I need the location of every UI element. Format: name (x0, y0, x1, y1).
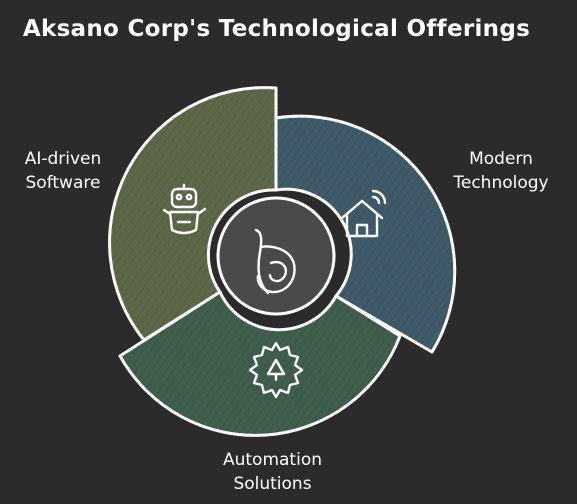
segment-automation-solutions[interactable] (118, 290, 402, 437)
label-automation-solutions: Automation Solutions (200, 448, 345, 496)
smart-home-icon (340, 189, 387, 238)
center-hub (216, 196, 336, 316)
label-ai-line1: AI-driven (24, 149, 102, 169)
brand-logo-icon (254, 228, 296, 295)
robot-icon (162, 183, 207, 235)
segment-ai-driven-software[interactable] (108, 86, 278, 342)
label-modern-technology: Modern Technology (436, 147, 566, 195)
label-ai-line2: Software (25, 173, 101, 193)
label-automation-line1: Automation (222, 450, 322, 470)
segment-modern-technology[interactable] (274, 114, 457, 354)
automation-gear-icon (248, 341, 304, 399)
label-automation-line2: Solutions (233, 474, 312, 494)
label-ai-driven-software: AI-driven Software (8, 147, 118, 195)
label-modern-line2: Technology (453, 173, 549, 193)
label-modern-line1: Modern (469, 149, 533, 169)
page-title: Aksano Corp's Technological Offerings (22, 16, 531, 42)
